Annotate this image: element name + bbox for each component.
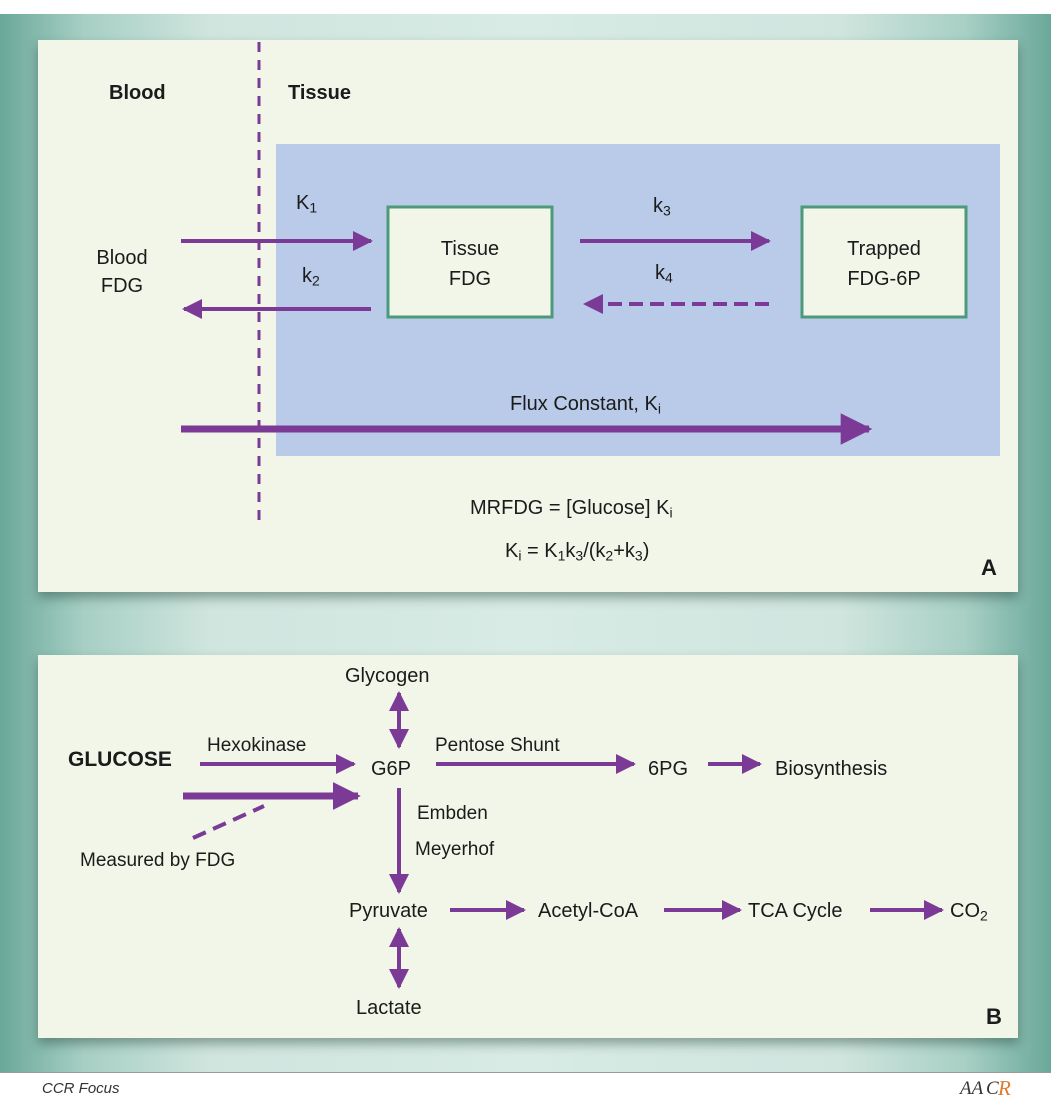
svg-text:AA: AA — [958, 1078, 984, 1097]
co2-node: CO2 — [950, 900, 988, 924]
meyerhof-label: Meyerhof — [415, 839, 495, 860]
blood-header: Blood — [109, 82, 166, 104]
footer: CCR Focus AA C R — [0, 1072, 1051, 1098]
measured-by-fdg-dash — [192, 804, 265, 840]
panel-a-label: A — [981, 555, 997, 580]
glucose-node: GLUCOSE — [68, 748, 172, 771]
svg-text:C: C — [986, 1078, 999, 1097]
panel-b-label: B — [986, 1004, 1002, 1029]
svg-text:R: R — [997, 1076, 1011, 1097]
pyruvate-node: Pyruvate — [349, 900, 428, 922]
sixpg-node: 6PG — [648, 758, 689, 780]
ki-equation: Ki = K1k3/(k2+k3) — [505, 540, 650, 564]
panel-b-graphics — [183, 691, 944, 989]
measured-by-fdg-label: Measured by FDG — [80, 850, 236, 871]
biosynthesis-node: Biosynthesis — [775, 758, 888, 780]
blood-fdg-label: Blood FDG — [96, 247, 148, 297]
acetyl-coa-node: Acetyl-CoA — [538, 900, 639, 922]
top-border — [0, 0, 1051, 14]
flux-constant-label: Flux Constant, Ki — [510, 393, 661, 417]
mrfdg-equation: MRFDG = [Glucose] Ki — [470, 497, 673, 521]
k4-label: k4 — [655, 262, 673, 286]
trapped-fdg6p-box — [800, 205, 968, 319]
panel-b: Glycogen GLUCOSE Hexokinase G6P Pentose … — [38, 655, 1018, 1038]
embden-label: Embden — [417, 803, 488, 824]
glycogen-node: Glycogen — [345, 665, 430, 687]
lactate-node: Lactate — [356, 997, 422, 1019]
g6p-node: G6P — [371, 758, 412, 780]
panel-a-graphics — [181, 42, 1000, 527]
k3-label: k3 — [653, 195, 671, 219]
k2-label: k2 — [302, 265, 320, 289]
tca-cycle-node: TCA Cycle — [748, 900, 843, 922]
tissue-fdg-box — [386, 205, 554, 319]
k1-label: K1 — [296, 192, 318, 216]
journal-name: CCR Focus — [42, 1080, 120, 1097]
panel-a: Blood Tissue Blood FDG Tissue FDG Trappe… — [38, 40, 1018, 592]
pentose-shunt-label: Pentose Shunt — [435, 735, 560, 756]
trapped-fdg6p-label: Trapped FDG-6P — [847, 238, 921, 290]
tissue-fdg-label: Tissue FDG — [440, 238, 500, 290]
tissue-header: Tissue — [288, 82, 351, 104]
aacr-logo: AA C R — [958, 1076, 1011, 1097]
hexokinase-label: Hexokinase — [207, 735, 307, 756]
